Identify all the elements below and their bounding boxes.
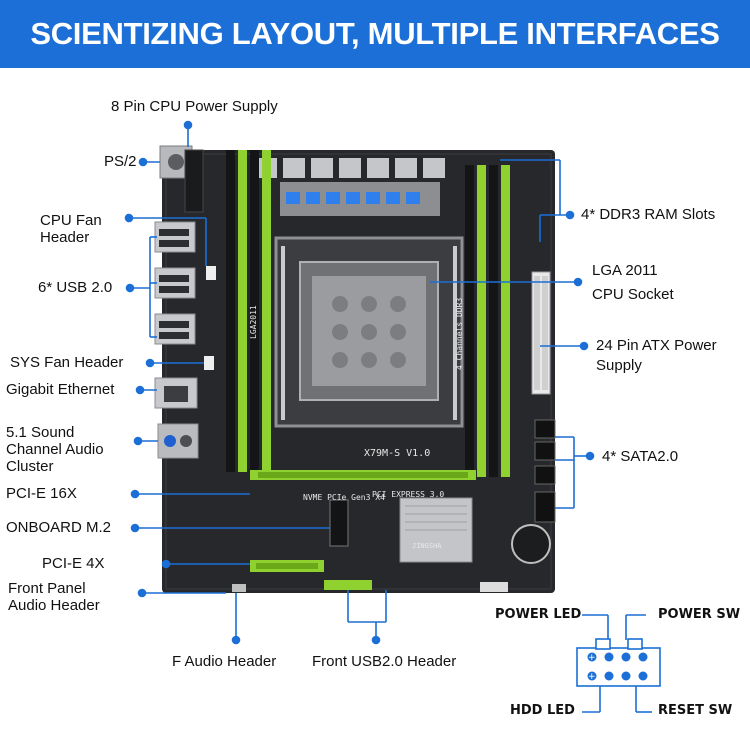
dimm-slots-right: [465, 165, 510, 477]
cpu-socket: [274, 236, 464, 428]
label-pcie16: PCI-E 16X: [6, 485, 77, 502]
svg-text:+: +: [588, 672, 596, 682]
board-model-text: X79M-S V1.0: [364, 448, 430, 459]
label-front-panel-1: Front Panel: [8, 580, 86, 597]
chipset-heatsink: [399, 497, 473, 563]
label-socket-1: LGA 2011: [592, 262, 658, 279]
f-audio-header-block: [232, 584, 246, 592]
label-power-led: POWER LED: [495, 607, 582, 622]
label-front-panel-2: Audio Header: [8, 597, 100, 614]
vrm-chokes: [255, 158, 445, 216]
title-banner: SCIENTIZING LAYOUT, MULTIPLE INTERFACES: [0, 0, 750, 68]
sys-fan-block: [204, 356, 214, 370]
pci-express-text: PCI EXPRESS 3.0: [372, 490, 444, 499]
label-front-usb: Front USB2.0 Header: [312, 653, 457, 670]
m2-slot: [329, 499, 349, 547]
panel-header-block: [480, 582, 508, 592]
label-audio-2: Channel Audio: [6, 441, 104, 458]
brand-text: JINGSHA: [412, 542, 442, 550]
label-ram: 4* DDR3 RAM Slots: [581, 206, 716, 223]
socket-text: LGA2011: [249, 305, 258, 339]
svg-text:+: +: [588, 653, 596, 663]
cmos-battery: [511, 524, 551, 564]
label-power-sw: POWER SW: [658, 607, 741, 622]
ethernet-port: [154, 377, 198, 409]
callout-lines: [124, 120, 652, 713]
label-ps2: PS/2: [104, 153, 137, 170]
label-atx-2: Supply: [596, 357, 642, 374]
cpu-fan-block: [206, 266, 216, 280]
dimm-slots-left: [226, 150, 271, 472]
cpu-power-connector: [184, 149, 204, 213]
label-hdd-led: HDD LED: [510, 703, 575, 718]
label-reset-sw: RESET SW: [658, 703, 733, 718]
page-title: SCIENTIZING LAYOUT, MULTIPLE INTERFACES: [30, 16, 720, 51]
label-m2: ONBOARD M.2: [6, 519, 112, 536]
nvme-text: NVME PCIe Gen3 X4: [303, 493, 385, 502]
label-atx-1: 24 Pin ATX Power: [596, 337, 717, 354]
label-sys-fan: SYS Fan Header: [10, 354, 124, 371]
atx-power-connector: [531, 271, 551, 395]
label-cpu-fan-1: CPU Fan: [40, 212, 102, 229]
label-pcie4: PCI-E 4X: [42, 555, 105, 572]
label-f-audio: F Audio Header: [172, 653, 277, 670]
label-ethernet: Gigabit Ethernet: [6, 381, 115, 398]
sata-ports: [534, 419, 556, 523]
label-usb: 6* USB 2.0: [38, 279, 113, 296]
usb-port-stack: [154, 221, 196, 345]
label-socket-2: CPU Socket: [592, 286, 674, 303]
front-usb-header-block: [324, 580, 372, 590]
label-cpu-fan-2: Header: [40, 229, 90, 246]
audio-jacks: [157, 423, 199, 459]
ddr-text: 4 Channels DDR3: [455, 298, 464, 370]
panel-pin-header-diagram: + +: [576, 638, 661, 687]
label-sata: 4* SATA2.0: [602, 448, 679, 465]
label-audio-3: Cluster: [6, 458, 54, 475]
label-cpu-power: 8 Pin CPU Power Supply: [111, 98, 278, 115]
label-audio-1: 5.1 Sound: [6, 424, 75, 441]
